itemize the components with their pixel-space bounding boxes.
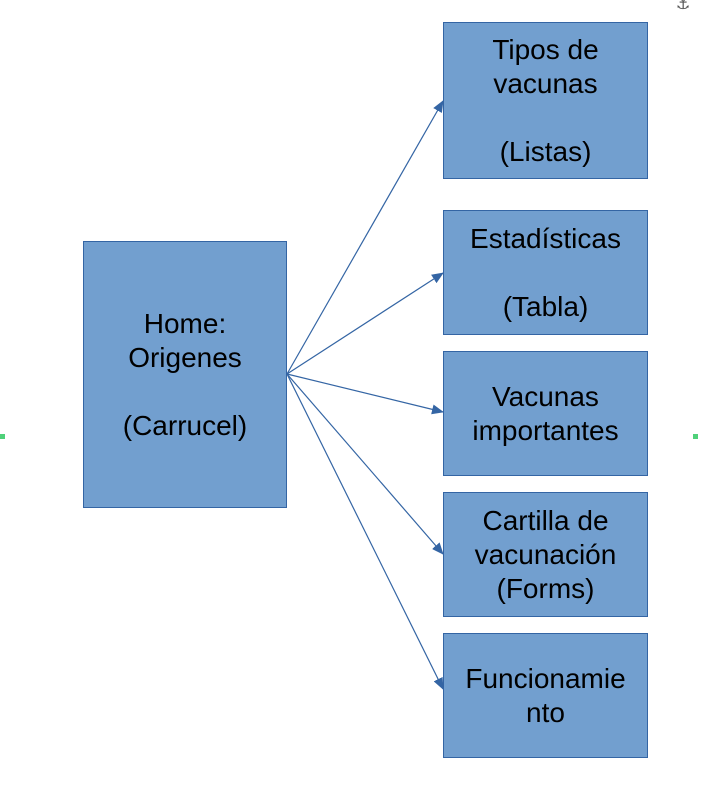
- selection-handle-left[interactable]: [0, 434, 5, 439]
- selection-handle-right[interactable]: [693, 434, 698, 439]
- node-estadisticas-label: Estadísticas (Tabla): [470, 222, 621, 322]
- node-estadisticas[interactable]: Estadísticas (Tabla): [443, 210, 648, 335]
- arrow-to-funcionamiento: [286, 373, 444, 690]
- anchor-icon: ⚓: [676, 0, 691, 13]
- node-home-origenes[interactable]: Home: Origenes (Carrucel): [83, 241, 287, 508]
- node-tipos-de-vacunas[interactable]: Tipos de vacunas (Listas): [443, 22, 648, 179]
- node-vacunas-importantes[interactable]: Vacunas importantes: [443, 351, 648, 476]
- node-cartilla-label: Cartilla de vacunación (Forms): [474, 504, 617, 604]
- node-funcionamiento[interactable]: Funcionamie nto: [443, 633, 648, 758]
- arrow-to-cartilla: [286, 373, 444, 555]
- node-funcionamiento-label: Funcionamie nto: [465, 662, 626, 728]
- node-vacunas-importantes-label: Vacunas importantes: [472, 380, 619, 446]
- arrow-to-vacunas-importantes: [286, 373, 444, 415]
- arrow-to-estadisticas: [286, 272, 444, 375]
- node-cartilla-de-vacunacion[interactable]: Cartilla de vacunación (Forms): [443, 492, 648, 617]
- node-tipos-label: Tipos de vacunas (Listas): [492, 33, 599, 167]
- arrow-to-tipos: [286, 100, 444, 375]
- node-home-label: Home: Origenes (Carrucel): [122, 307, 248, 441]
